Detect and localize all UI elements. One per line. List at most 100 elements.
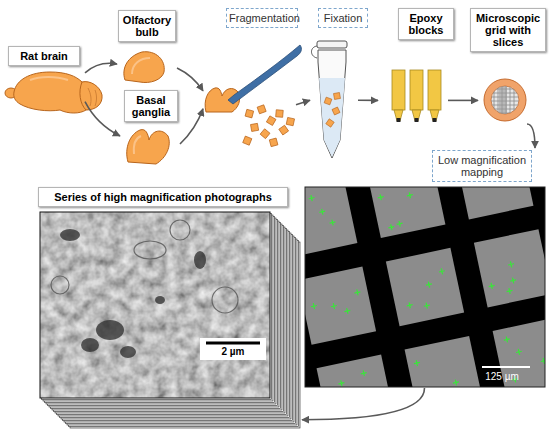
tissue-fragments-part (243, 136, 252, 145)
position-mark (452, 379, 459, 386)
fixation-tube (311, 41, 347, 158)
position-mark (330, 303, 337, 310)
microscope-grid-part (484, 79, 526, 121)
tissue-fragments-part (269, 138, 278, 147)
position-mark (344, 307, 351, 314)
position-mark (508, 261, 515, 268)
electron-micrograph-part-part (194, 251, 206, 269)
step-node: Fixation (310, 6, 358, 158)
basal-ganglia-part (127, 130, 170, 164)
step-label: Epoxy blocks (398, 8, 454, 40)
step-label: Basal ganglia (124, 90, 178, 122)
position-mark (540, 357, 545, 364)
microscope-grid-part (491, 86, 519, 114)
position-mark (438, 268, 445, 275)
electron-micrograph-part-part (170, 220, 190, 240)
position-mark (425, 281, 432, 288)
microscope-grid-part (490, 86, 520, 114)
microscope-grid-part-part (494, 86, 514, 114)
tissue-fragments (243, 105, 295, 147)
electron-micrograph-part (60, 229, 206, 358)
blade (228, 45, 301, 104)
position-mark (503, 336, 510, 343)
electron-micrograph-part-part (60, 229, 80, 241)
electron-micrograph-part-part (51, 276, 69, 294)
microscope-grid-part-part (499, 86, 507, 114)
electron-micrograph-part-part (120, 346, 136, 358)
position-mark (506, 287, 513, 294)
electron-micrograph-part (40, 212, 270, 398)
step-node: Basal ganglia (120, 88, 180, 168)
scale-label: 2 µm (200, 346, 266, 358)
position-mark (423, 302, 430, 309)
tissue-fragments-part (286, 117, 294, 125)
step-node: Olfactory bulb (117, 8, 177, 88)
electron-micrograph (40, 212, 270, 398)
grid-square (317, 355, 395, 387)
electron-micrograph-part-part (212, 287, 238, 313)
step-node: Microscopic grid with slices (478, 6, 548, 124)
tissue-fragments-part (260, 129, 270, 139)
position-mark (515, 348, 522, 355)
step-label: Microscopic grid with slices (470, 8, 546, 52)
tissue-fragments-part (276, 110, 284, 118)
epoxy-blocks-part (433, 118, 437, 122)
low-magnification-map-part-part (305, 187, 545, 387)
rat-brain-part (88, 88, 97, 106)
microscope-grid (484, 79, 526, 121)
tissue-fragments-part (279, 125, 289, 135)
low-magnification-map-part (305, 187, 545, 387)
grid-square (305, 267, 376, 345)
scale-bar (206, 342, 260, 345)
tissue-fragments-part (266, 116, 276, 126)
step-node: Rat brain (5, 44, 85, 116)
flow-arrow (527, 124, 535, 148)
step-label-dashed: Fragmentation (226, 8, 298, 28)
fixation-tube-part (318, 50, 346, 158)
flow-arrow (296, 100, 310, 104)
electron-micrograph-part (40, 212, 270, 398)
electron-micrograph-part-part (96, 320, 124, 340)
position-mark (388, 224, 395, 231)
position-mark (338, 380, 345, 387)
position-mark (406, 302, 413, 309)
olfactory-bulb-part (132, 58, 150, 74)
fixation-tube-part-part (332, 107, 340, 115)
rat-brain (5, 72, 102, 113)
step-label: Olfactory bulb (118, 10, 176, 42)
electron-micrograph-part-part (134, 241, 166, 259)
step-label: Rat brain (8, 46, 80, 66)
position-mark (396, 220, 403, 227)
position-mark (413, 360, 420, 367)
position-mark (319, 208, 326, 215)
scale-label: 125 µm (470, 371, 534, 383)
step-node: Epoxy blocks (378, 6, 448, 124)
flow-arrow (302, 388, 425, 420)
grid-square (405, 336, 483, 387)
rat-brain-part (30, 77, 68, 80)
epoxy-blocks-part (412, 110, 421, 121)
position-mark (488, 282, 495, 289)
flow-arrow (85, 63, 117, 73)
epoxy-blocks-part (410, 70, 423, 110)
fixation-tube-part (311, 46, 318, 58)
scale-bar (482, 366, 530, 368)
position-mark (406, 192, 413, 199)
step-label-dashed: Low magnification mapping (432, 150, 532, 182)
rat-brain-part (14, 72, 102, 113)
electron-micrograph-part (51, 220, 238, 313)
position-mark (377, 194, 384, 201)
electron-micrograph-part-part (81, 338, 99, 352)
scale-box (200, 338, 266, 360)
position-mark (354, 289, 361, 296)
flow-arrow (180, 109, 203, 144)
grid-square (386, 248, 464, 326)
flow-arrow (177, 68, 203, 91)
fixation-tube-part-part (324, 97, 332, 105)
epoxy-blocks (392, 70, 441, 122)
epoxy-blocks-part (392, 70, 405, 110)
position-mark (510, 277, 517, 284)
